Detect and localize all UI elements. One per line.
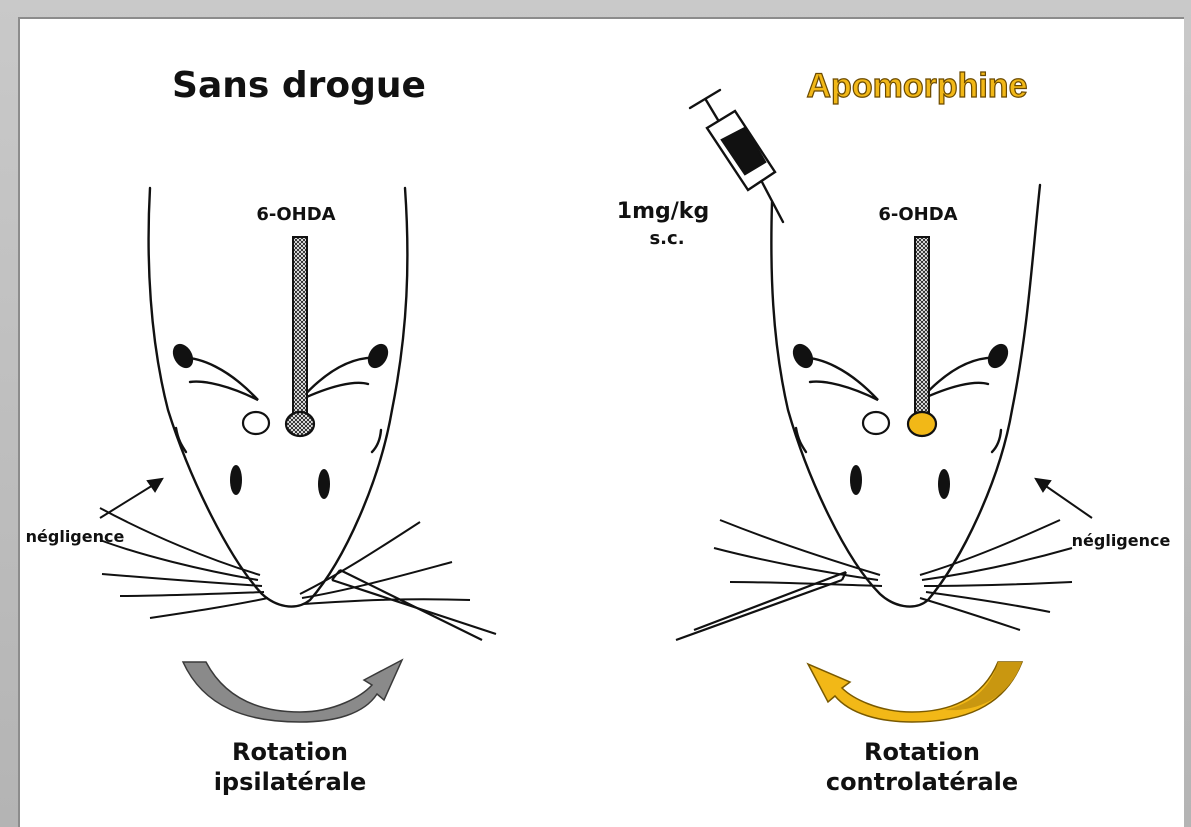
rat-ears-dark-right bbox=[789, 340, 1013, 499]
left-neglect-label: négligence bbox=[26, 527, 125, 546]
left-rotation-line2: ipsilatérale bbox=[214, 768, 367, 796]
right-injection-label: 6-OHDA bbox=[878, 204, 957, 225]
whiskers-left bbox=[100, 508, 470, 618]
rat-head-right bbox=[771, 185, 1040, 607]
whiskers-right bbox=[714, 520, 1072, 630]
neglect-arrow-right bbox=[1036, 479, 1092, 518]
right-rotation-line2: controlatérale bbox=[826, 768, 1018, 796]
right-neglect-label: négligence bbox=[1072, 531, 1171, 550]
right-dose-line1: 1mg/kg bbox=[617, 199, 709, 224]
left-rotation-line1: Rotation bbox=[232, 738, 348, 766]
left-title: Sans drogue bbox=[172, 65, 426, 106]
cannula-right bbox=[863, 237, 936, 436]
left-injection-label: 6-OHDA bbox=[256, 204, 335, 225]
neglect-arrow-left bbox=[100, 479, 162, 518]
rat-ears-dark-left bbox=[169, 340, 393, 499]
cannula-left bbox=[243, 237, 314, 436]
right-title: Apomorphine bbox=[807, 67, 1028, 105]
rotation-arrow-left bbox=[183, 660, 402, 722]
rat-head-left bbox=[149, 188, 408, 607]
right-dose-line2: s.c. bbox=[649, 228, 684, 249]
probe-left bbox=[332, 570, 496, 640]
right-rotation-line1: Rotation bbox=[864, 738, 980, 766]
